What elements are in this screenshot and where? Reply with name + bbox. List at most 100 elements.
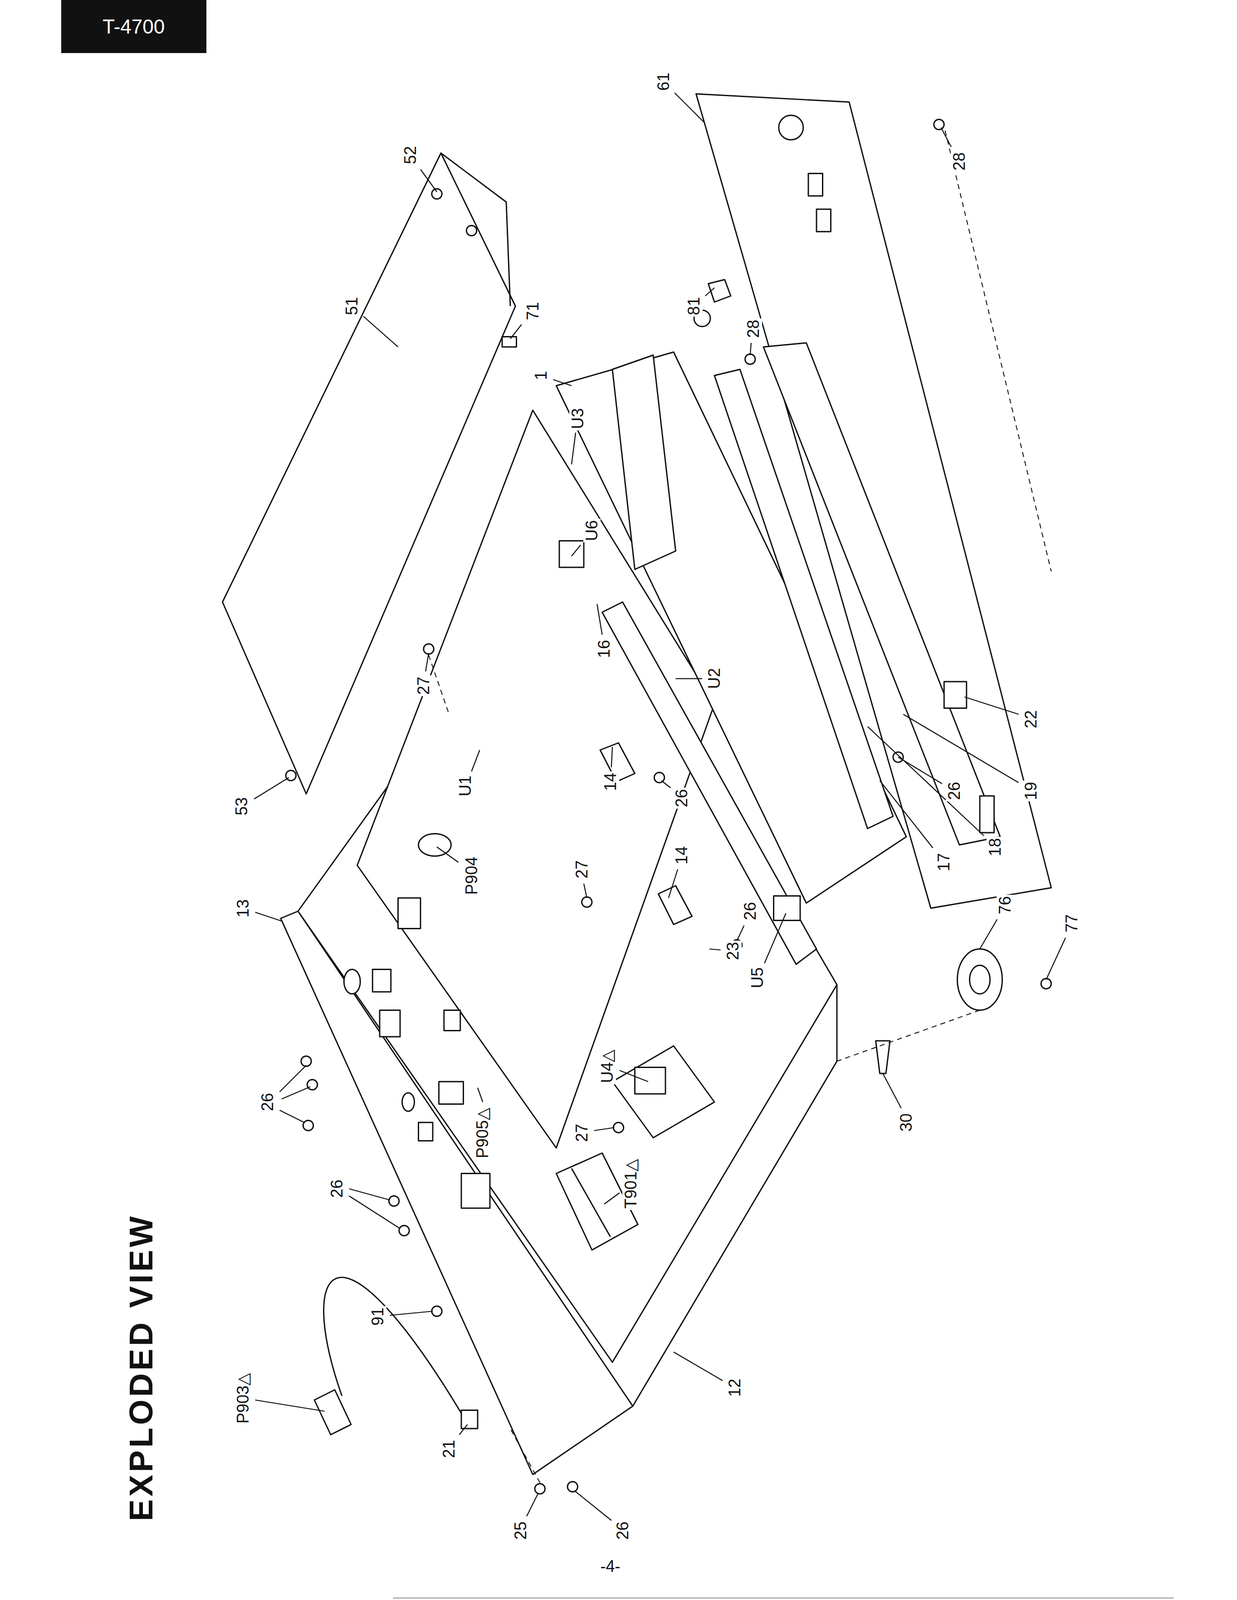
panel-hole bbox=[778, 115, 804, 140]
leader-line bbox=[390, 1311, 434, 1316]
screw bbox=[534, 1484, 546, 1495]
side-panel bbox=[632, 984, 837, 1407]
callout-number: 26 bbox=[741, 900, 759, 922]
screw bbox=[654, 772, 665, 783]
foot-pin bbox=[875, 1041, 891, 1074]
leader-line bbox=[979, 919, 998, 949]
leader-line bbox=[675, 678, 703, 680]
callout-number: U1 bbox=[456, 773, 475, 798]
assembly-line bbox=[510, 1428, 540, 1483]
leader-line bbox=[571, 432, 576, 465]
leader-line bbox=[880, 780, 934, 849]
callout-number: 61 bbox=[655, 71, 673, 93]
leader-line bbox=[420, 169, 437, 193]
leader-line bbox=[279, 1065, 307, 1093]
callout-number: U5 bbox=[748, 965, 767, 990]
leader-line bbox=[349, 1188, 391, 1201]
model-number: T-4700 bbox=[102, 16, 165, 37]
callout-number: 14 bbox=[601, 771, 620, 793]
callout-number: 17 bbox=[935, 851, 953, 873]
leader-line bbox=[964, 697, 1019, 715]
callout-number: 13 bbox=[234, 897, 252, 919]
leader-line bbox=[363, 316, 399, 348]
leader-line bbox=[674, 92, 705, 123]
leader-line bbox=[705, 288, 715, 297]
leader-line bbox=[882, 1073, 902, 1109]
board-component bbox=[398, 898, 421, 929]
rear-terminal bbox=[461, 1173, 490, 1209]
display-board bbox=[602, 602, 817, 965]
screw bbox=[399, 1225, 410, 1237]
panel-opening bbox=[816, 209, 832, 232]
callout-number: P905△ bbox=[474, 1105, 492, 1160]
cover-hole bbox=[466, 225, 477, 236]
rear-terminal bbox=[418, 1122, 434, 1142]
rear-hole bbox=[343, 969, 361, 995]
leader-line bbox=[668, 869, 678, 899]
callout-number: 51 bbox=[343, 295, 361, 317]
antenna-terminal bbox=[418, 833, 452, 857]
callout-number: 23 bbox=[724, 940, 742, 962]
leader-line bbox=[661, 780, 671, 788]
screw bbox=[745, 354, 756, 365]
transformer-core bbox=[571, 1168, 611, 1237]
foot bbox=[957, 949, 1003, 1011]
panel-opening bbox=[808, 173, 823, 197]
screw bbox=[307, 1080, 318, 1091]
leader-line bbox=[750, 342, 752, 356]
leader-line bbox=[255, 1400, 325, 1412]
leader-line bbox=[255, 912, 284, 922]
assembly-line bbox=[836, 1010, 980, 1062]
power-board bbox=[612, 1046, 715, 1139]
board-component bbox=[444, 1010, 461, 1032]
leader-line bbox=[510, 324, 522, 340]
screw bbox=[933, 119, 945, 130]
screw bbox=[388, 1196, 400, 1207]
callout-number: 14 bbox=[673, 844, 691, 866]
leader-line bbox=[574, 1491, 612, 1521]
rear-terminal bbox=[439, 1081, 464, 1105]
leader-line bbox=[459, 1424, 468, 1436]
strain-relief bbox=[461, 1410, 478, 1430]
cushion-pad bbox=[502, 337, 517, 348]
push-buttons bbox=[612, 355, 676, 570]
leader-line bbox=[1046, 938, 1066, 980]
panel-opening bbox=[979, 796, 995, 833]
callout-number: U4△ bbox=[598, 1048, 617, 1085]
leader-line bbox=[425, 653, 429, 672]
screw bbox=[1041, 978, 1052, 990]
bracket bbox=[658, 885, 692, 925]
callout-number: 53 bbox=[233, 795, 251, 817]
callout-number: 19 bbox=[1022, 780, 1040, 802]
cover-flange bbox=[440, 153, 511, 307]
leader-line bbox=[281, 1086, 311, 1100]
callout-number: U6 bbox=[583, 518, 601, 543]
callout-number: P904 bbox=[463, 855, 481, 896]
footer-rule bbox=[392, 1597, 1174, 1599]
callout-number: 77 bbox=[1063, 913, 1081, 934]
leader-line bbox=[941, 127, 952, 147]
screw bbox=[613, 1122, 624, 1134]
leader-line bbox=[436, 847, 459, 863]
screw bbox=[301, 1056, 312, 1067]
foot-inner bbox=[969, 965, 991, 995]
callout-number: 21 bbox=[440, 1438, 458, 1460]
callout-number: 27 bbox=[573, 859, 591, 881]
callout-number: U2 bbox=[705, 666, 724, 691]
knob-cap bbox=[943, 681, 967, 709]
callout-number: 26 bbox=[259, 1091, 277, 1113]
model-badge: T-4700 bbox=[61, 0, 207, 54]
leader-line bbox=[583, 884, 587, 899]
screw bbox=[431, 188, 443, 200]
callout-number: 71 bbox=[524, 300, 542, 322]
board-component bbox=[372, 969, 392, 993]
callout-number: T901△ bbox=[622, 1157, 640, 1211]
leader-line bbox=[279, 1110, 305, 1123]
callout-number: 26 bbox=[673, 787, 691, 809]
leader-line bbox=[611, 747, 613, 768]
callout-number: 16 bbox=[595, 638, 613, 660]
page-number: -4- bbox=[599, 1558, 622, 1576]
leader-line bbox=[903, 714, 1019, 783]
callout-number: 18 bbox=[986, 836, 1004, 858]
